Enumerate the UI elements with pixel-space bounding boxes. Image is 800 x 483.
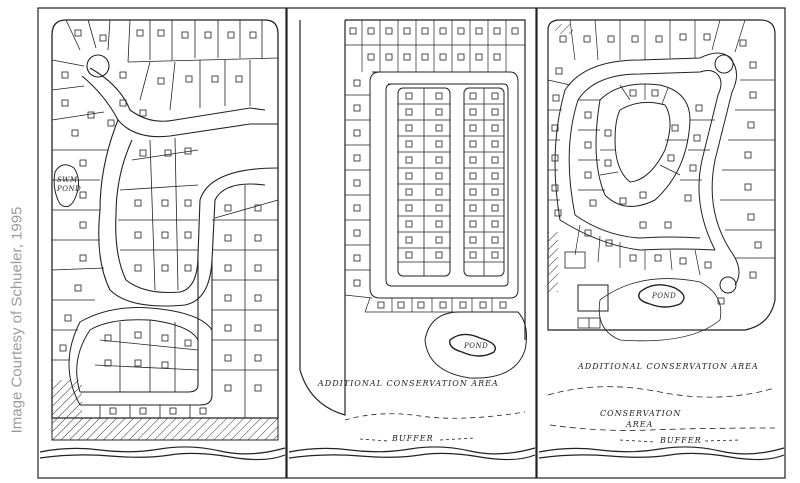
pond-3 [638,284,685,308]
svg-text:AREA: AREA [625,420,653,429]
pond-label-3: POND [651,292,676,300]
swm-pond-label-1: SWM [57,176,78,184]
pond-label-2: POND [463,342,488,350]
panel-frame-3 [536,7,786,479]
swm-pond-1 [53,164,80,208]
additional-conservation-label-3: ADDITIONAL CONSERVATION AREA [577,362,759,371]
conservation-label-2: ADDITIONAL CONSERVATION AREA [317,379,499,388]
buffer-label-2: BUFFER [391,434,434,443]
panel-frame-2 [286,7,537,479]
panel-1-plan: SWM POND [39,19,286,461]
panel-frame-1 [37,7,287,479]
conservation-area-label-3: CONSERVATION [600,409,681,418]
buffer-label-3: BUFFER [659,436,702,445]
panel-2-plan: POND ADDITIONAL CONSERVATION AREA BUFFER [288,19,536,461]
panel-3-plan: POND ADDITIONAL CONSERVATION AREA CONSER… [538,19,785,461]
svg-text:POND: POND [56,185,81,193]
pond-2 [449,333,497,357]
